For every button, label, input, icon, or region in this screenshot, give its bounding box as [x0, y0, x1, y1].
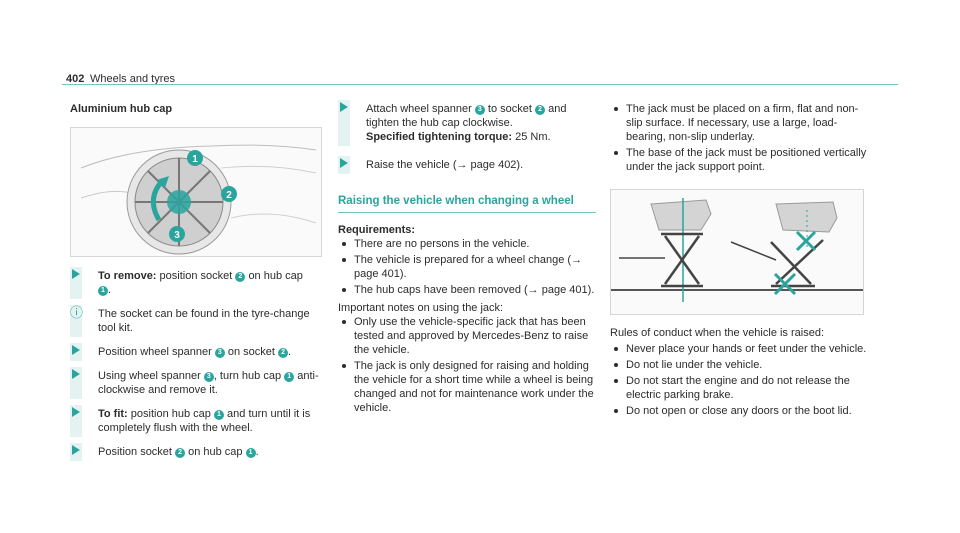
- section-rule: [338, 212, 596, 213]
- arrow-icon: [340, 158, 348, 168]
- arrow-icon: [72, 345, 80, 355]
- column-3: The jack must be placed on a firm, flat …: [610, 102, 870, 176]
- info-note: ⓘ The socket can be found in the tyre-ch…: [70, 305, 320, 337]
- requirements-label: Requirements:: [338, 224, 416, 236]
- callout-badge: 3: [214, 348, 225, 358]
- list-item: Never place your hands or feet under the…: [610, 342, 870, 356]
- callout-badge: 1: [98, 286, 108, 296]
- step-remove: To remove: position socket 2 on hub cap …: [70, 267, 320, 299]
- list-item: Do not open or close any doors or the bo…: [610, 404, 870, 418]
- list-item: There are no persons in the vehicle.: [338, 237, 596, 251]
- info-icon: ⓘ: [70, 305, 84, 320]
- rules-label: Rules of conduct when the vehicle is rai…: [610, 327, 825, 339]
- callout-badge: 1: [284, 372, 295, 382]
- callout-badge: 3: [203, 372, 214, 382]
- callout-badge: 1: [245, 448, 256, 458]
- column-2: Attach wheel spanner 3 to socket 2 and t…: [338, 100, 596, 417]
- column-1-steps: To remove: position socket 2 on hub cap …: [70, 267, 320, 469]
- arrow-icon: [340, 102, 348, 112]
- svg-text:1: 1: [192, 154, 198, 165]
- callout-badge: 1: [213, 410, 224, 420]
- arrow-icon: [72, 369, 80, 379]
- callout-badge: 3: [474, 105, 485, 115]
- section-raising-vehicle: Raising the vehicle when changing a whee…: [338, 194, 596, 213]
- svg-text:2: 2: [226, 190, 232, 201]
- column-1: Aluminium hub cap: [70, 102, 320, 116]
- step-raise-vehicle: Raise the vehicle (→ page 402).: [338, 156, 596, 174]
- jack-illustration: [610, 189, 864, 315]
- section-heading: Aluminium hub cap: [70, 103, 173, 115]
- list-item: The base of the jack must be positioned …: [610, 146, 870, 174]
- page-number: 402: [66, 73, 85, 85]
- list-item: The vehicle is prepared for a wheel chan…: [338, 253, 596, 281]
- arrow-icon: [72, 445, 80, 455]
- callout-badge: 2: [235, 272, 246, 282]
- step-position-spanner: Position wheel spanner 3 on socket 2.: [70, 343, 320, 361]
- column-3-rules: Rules of conduct when the vehicle is rai…: [610, 326, 870, 420]
- step-turn-hub-cap: Using wheel spanner 3, turn hub cap 1 an…: [70, 367, 320, 399]
- arrow-icon: [72, 407, 80, 417]
- list-item: The jack is only designed for raising an…: [338, 359, 596, 415]
- header-rule: [62, 84, 898, 85]
- list-item: The hub caps have been removed (→ page 4…: [338, 283, 596, 297]
- jack-figure: [611, 198, 863, 302]
- list-item: Only use the vehicle-specific jack that …: [338, 315, 596, 357]
- section-title: Raising the vehicle when changing a whee…: [338, 195, 574, 207]
- list-item: Do not start the engine and do not relea…: [610, 374, 870, 402]
- callout-badge: 2: [278, 348, 289, 358]
- step-fit: To fit: position hub cap 1 and turn unti…: [70, 405, 320, 437]
- callout-badge: 2: [535, 105, 546, 115]
- list-item: The jack must be placed on a firm, flat …: [610, 102, 870, 144]
- svg-text:3: 3: [174, 230, 180, 241]
- list-item: Do not lie under the vehicle.: [610, 358, 870, 372]
- step-attach-spanner: Attach wheel spanner 3 to socket 2 and t…: [338, 100, 596, 146]
- arrow-icon: [72, 269, 80, 279]
- hub-cap-illustration: 1 2 3: [70, 127, 322, 257]
- important-label: Important notes on using the jack:: [338, 302, 504, 314]
- callout-badge: 2: [175, 448, 186, 458]
- step-position-socket: Position socket 2 on hub cap 1.: [70, 443, 320, 461]
- hub-cap-figure: 1 2 3: [80, 144, 317, 255]
- chapter-title: Wheels and tyres: [90, 73, 175, 85]
